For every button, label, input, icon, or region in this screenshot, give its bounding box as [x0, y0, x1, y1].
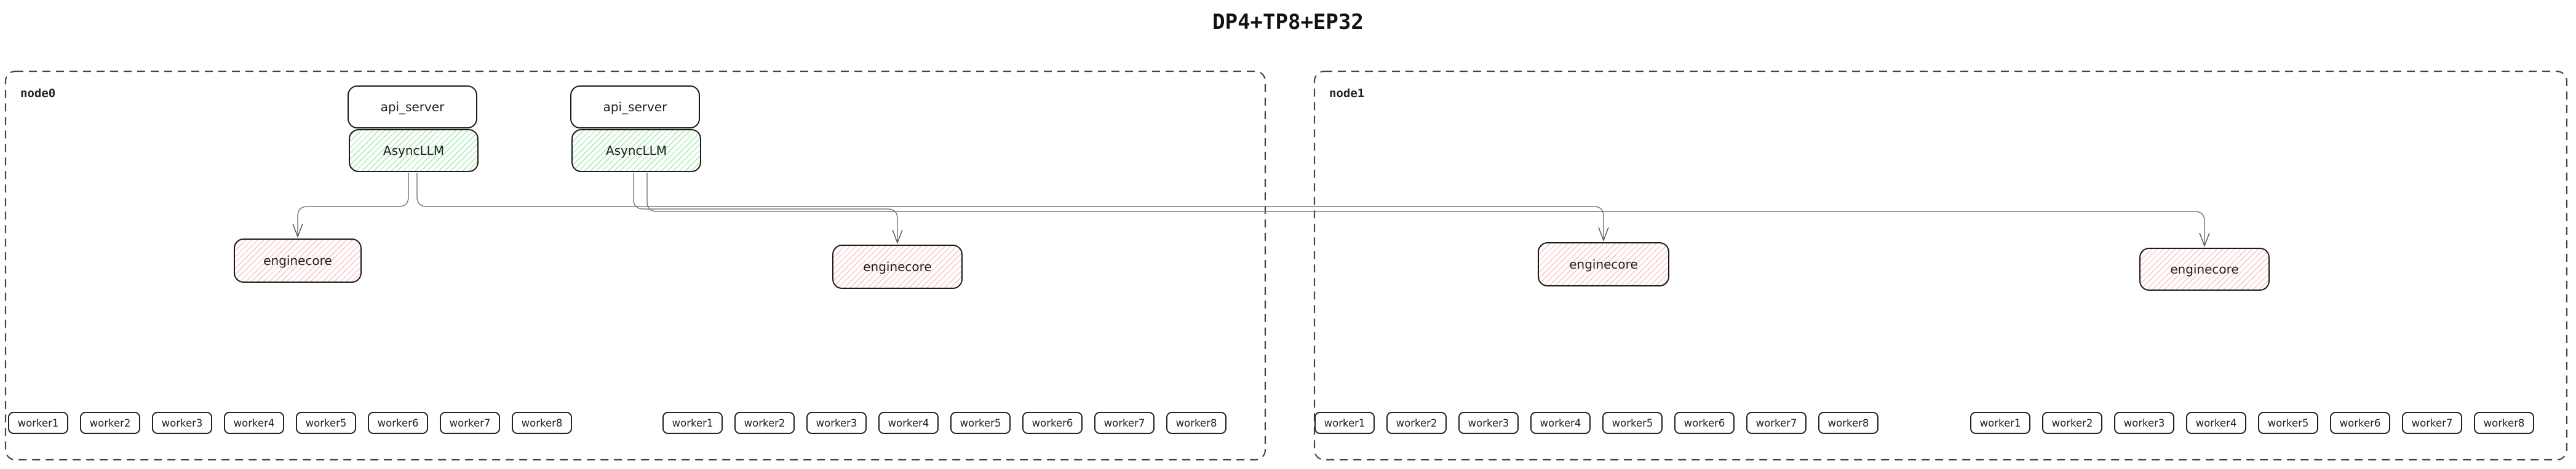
asyncllm-box-1: AsyncLLM: [349, 129, 479, 172]
worker-box: worker2: [734, 412, 795, 434]
worker-box: worker6: [2330, 412, 2390, 434]
worker-box: worker7: [440, 412, 500, 434]
worker-box: worker6: [1674, 412, 1735, 434]
worker-box: worker5: [950, 412, 1011, 434]
worker-box: worker1: [1970, 412, 2030, 434]
node-label-node0: node0: [20, 87, 56, 100]
worker-box: worker2: [80, 412, 140, 434]
enginecore-box-4: enginecore: [2139, 248, 2270, 291]
api-server-box-2: api_server: [570, 85, 700, 128]
enginecore-box-2: enginecore: [832, 245, 963, 289]
worker-box: worker8: [1166, 412, 1226, 434]
worker-box: worker1: [8, 412, 68, 434]
worker-box: worker1: [1314, 412, 1375, 434]
arrowhead-enginecore3: [1598, 227, 1609, 242]
worker-box: worker8: [1818, 412, 1878, 434]
worker-box: worker4: [878, 412, 939, 434]
asyncllm-box-2: AsyncLLM: [571, 129, 701, 172]
worker-box: worker8: [512, 412, 572, 434]
arrowhead-enginecore1: [292, 223, 303, 238]
worker-box: worker3: [152, 412, 212, 434]
worker-box: worker6: [368, 412, 428, 434]
worker-box: worker1: [662, 412, 723, 434]
enginecore-box-3: enginecore: [1538, 242, 1669, 286]
worker-group-node1-1: worker1 worker2 worker3 worker4 worker5 worke…: [1314, 412, 1878, 434]
worker-box: worker8: [2474, 412, 2534, 434]
worker-box: worker4: [224, 412, 284, 434]
worker-box: worker4: [2186, 412, 2246, 434]
arrowhead-enginecore4: [2199, 232, 2210, 248]
worker-box: worker6: [1022, 412, 1083, 434]
node-label-node1: node1: [1329, 87, 1365, 100]
connector-group: [292, 173, 2210, 248]
arrowhead-enginecore2: [892, 229, 903, 245]
worker-group-node0-2: worker1 worker2 worker3 worker4 worker5 worke…: [662, 412, 1226, 434]
worker-box: worker3: [806, 412, 867, 434]
worker-box: worker3: [2114, 412, 2174, 434]
edge-asyncllm2-enginecore4: [646, 173, 2205, 245]
diagram-title: DP4+TP8+EP32: [1212, 10, 1364, 34]
worker-box: worker5: [2258, 412, 2318, 434]
edge-asyncllm1-enginecore1: [297, 173, 409, 236]
worker-box: worker7: [1094, 412, 1155, 434]
node1-container: [1313, 70, 2568, 461]
edge-asyncllm1-enginecore3: [416, 173, 1604, 240]
worker-box: worker3: [1458, 412, 1519, 434]
node0-container: [4, 70, 1266, 461]
edge-asyncllm2-enginecore2: [633, 173, 898, 242]
worker-box: worker5: [296, 412, 356, 434]
worker-box: worker4: [1530, 412, 1591, 434]
worker-group-node1-2: worker1 worker2 worker3 worker4 worker5 worke…: [1970, 412, 2534, 434]
worker-box: worker2: [1386, 412, 1447, 434]
worker-group-node0-1: worker1 worker2 worker3 worker4 worker5 worke…: [8, 412, 572, 434]
worker-box: worker7: [1746, 412, 1807, 434]
enginecore-box-1: enginecore: [234, 238, 362, 283]
worker-box: worker7: [2402, 412, 2462, 434]
worker-box: worker5: [1602, 412, 1663, 434]
api-server-box-1: api_server: [348, 85, 477, 128]
worker-box: worker2: [2042, 412, 2102, 434]
